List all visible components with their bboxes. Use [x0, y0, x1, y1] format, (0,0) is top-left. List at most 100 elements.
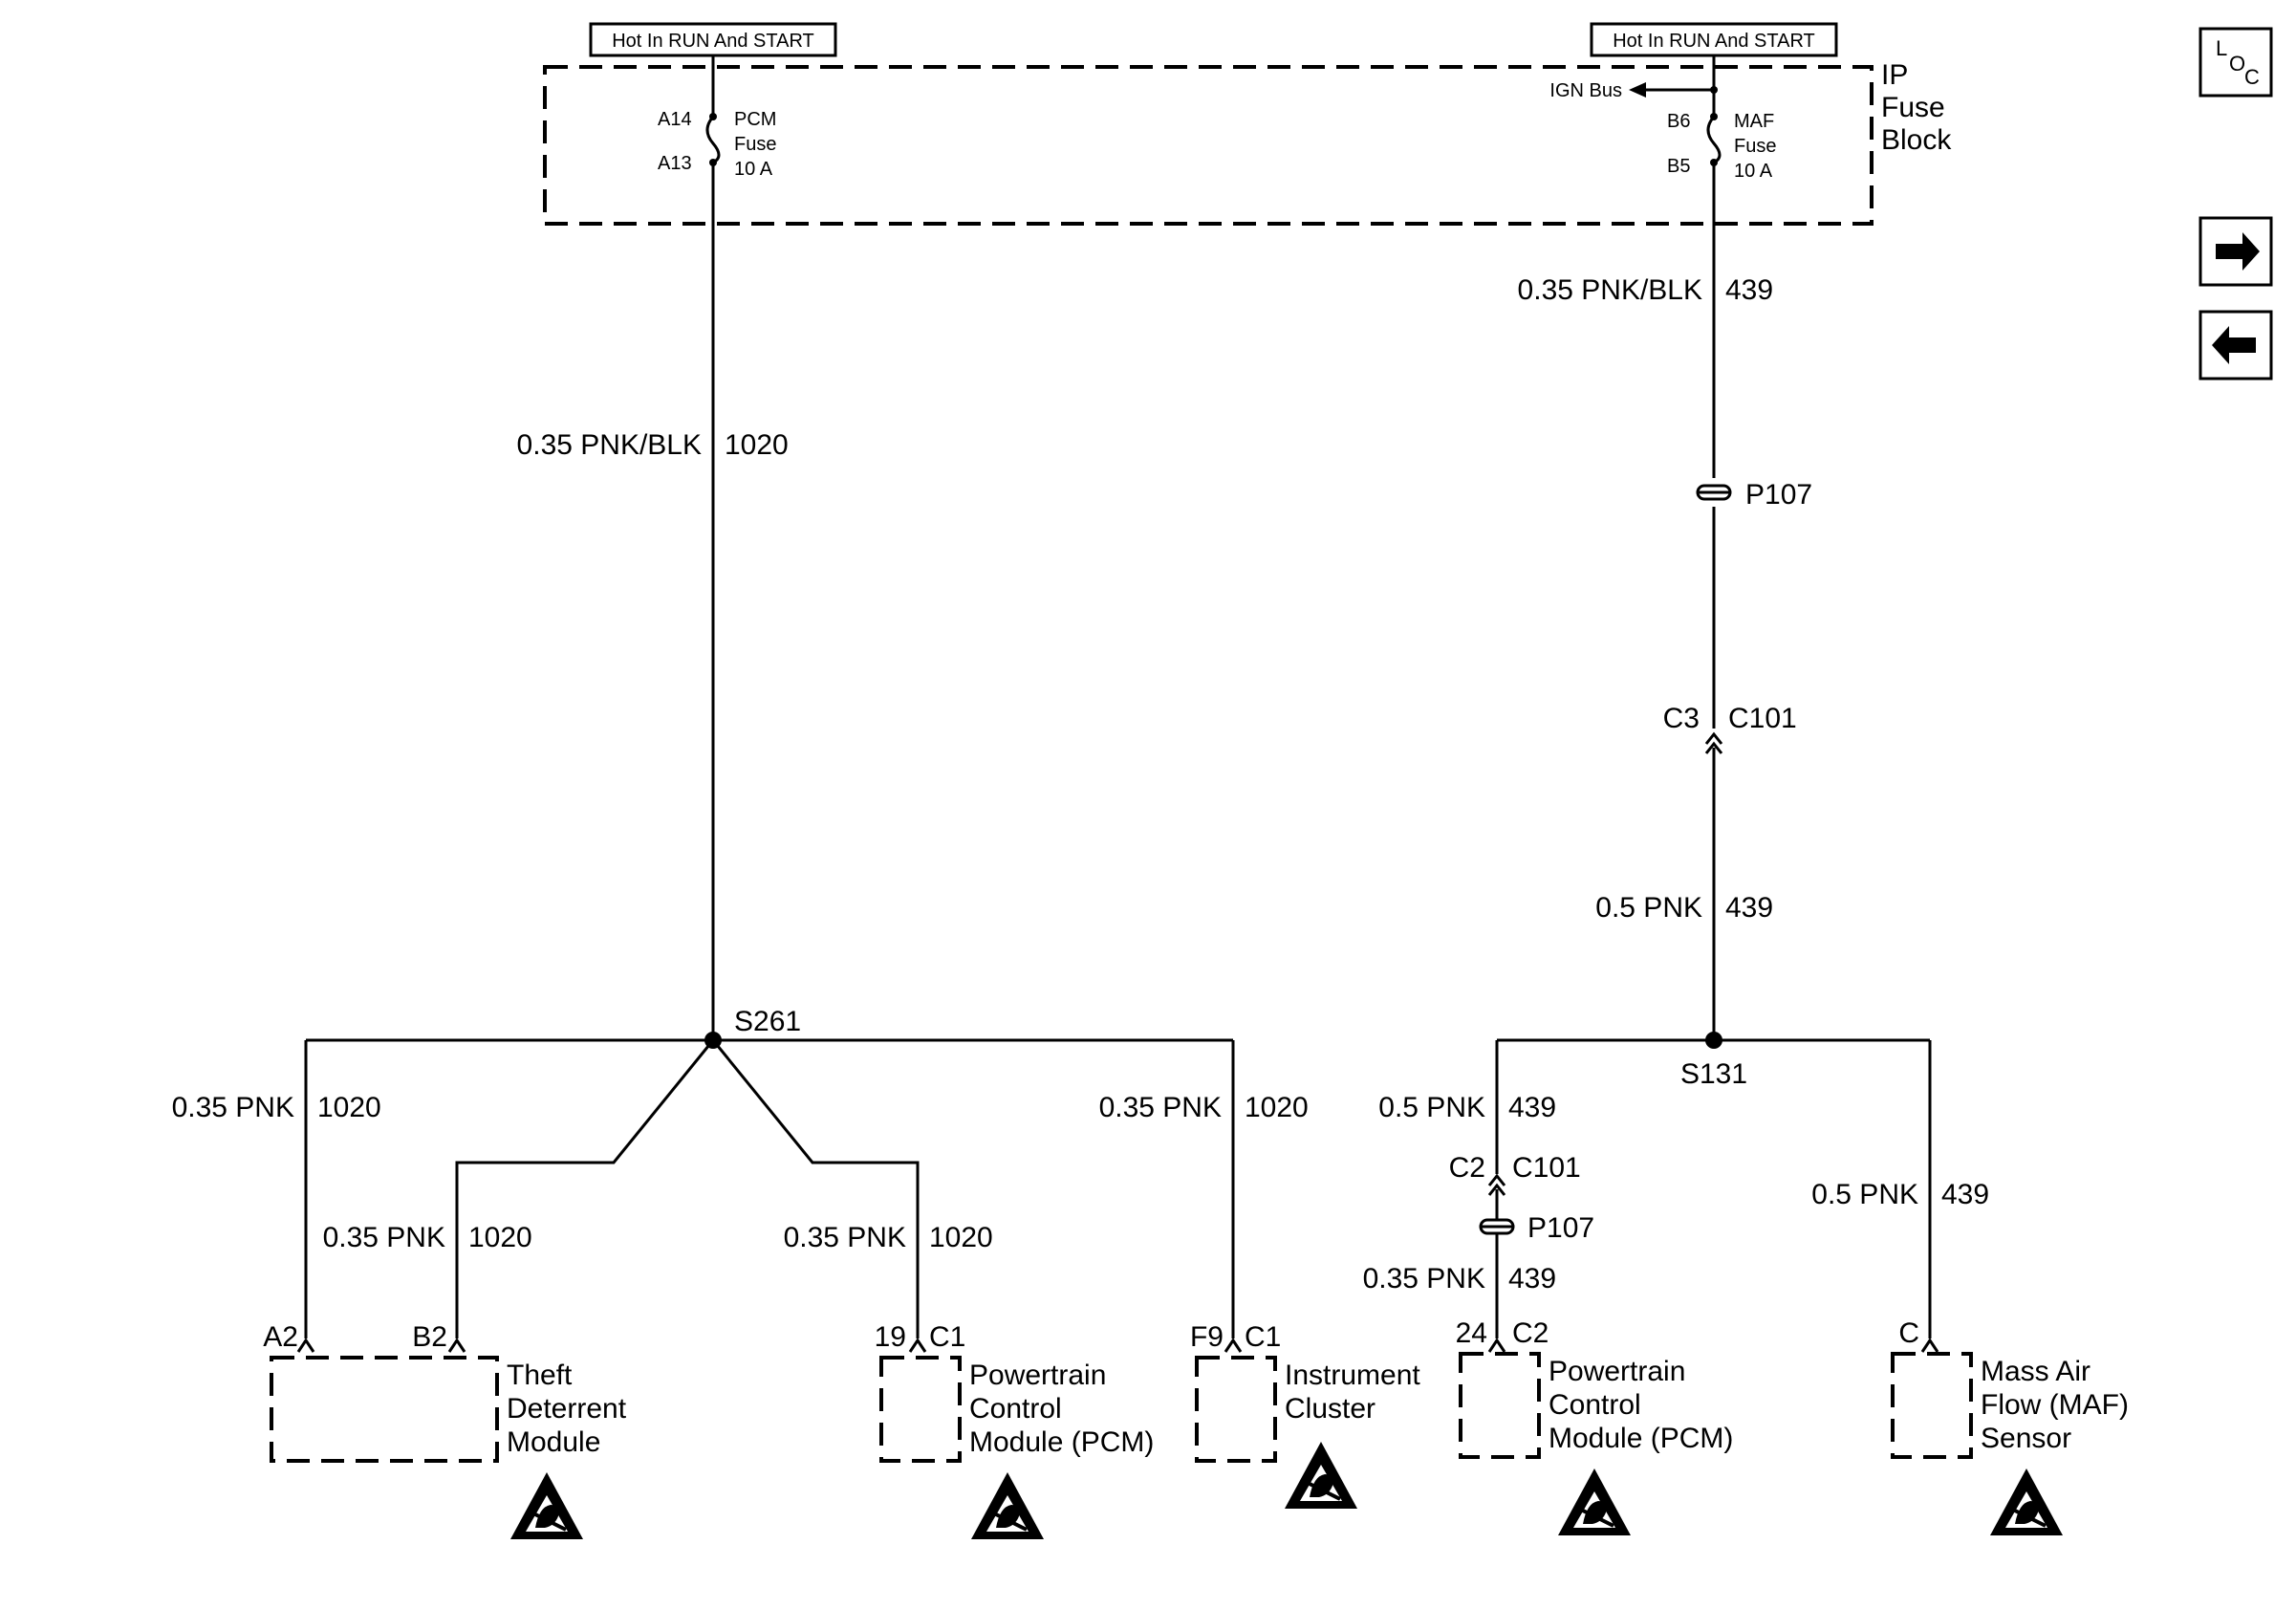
maf-fuse: IGN Bus B6 B5 MAF Fuse 10 A — [1549, 55, 1776, 182]
maf-fuse-label-2: Fuse — [1734, 136, 1776, 157]
pin-cluster-connector: C1 — [1245, 1321, 1281, 1353]
maf-label-2: Flow (MAF) — [1981, 1389, 2129, 1421]
esd-warning-icon-theft — [509, 1470, 585, 1541]
pcm-right-box — [1459, 1352, 1541, 1459]
svg-text:O: O — [2229, 52, 2245, 76]
header-right-text: Hot In RUN And START — [1613, 31, 1815, 52]
wire-1020-main: 0.35 PNK/BLK 1020 — [517, 163, 789, 1040]
wire-left-inner-circuit: 1020 — [468, 1222, 532, 1253]
p107-bottom-label: P107 — [1527, 1212, 1594, 1244]
pin-pcm-left-number: 19 — [875, 1321, 906, 1353]
pcm-left-label-2: Control — [969, 1393, 1062, 1425]
maf-label-3: Sensor — [1981, 1423, 2071, 1454]
pcm-fuse-label-3: 10 A — [734, 159, 773, 180]
pcm-fuse-label-1: PCM — [734, 109, 776, 130]
hot-in-run-start-right: Hot In RUN And START — [1590, 22, 1838, 57]
pcm-left-label-1: Powertrain — [969, 1360, 1106, 1391]
wire-left-outer-circuit: 1020 — [317, 1092, 381, 1123]
wire-maf-gauge: 0.5 PNK — [1811, 1179, 1918, 1210]
maf-sensor-box — [1891, 1352, 1973, 1459]
pcm-fuse: A14 A13 PCM Fuse 10 A — [658, 55, 776, 180]
wire-cluster-gauge: 0.35 PNK — [1099, 1092, 1222, 1123]
hot-in-run-start-left: Hot In RUN And START — [589, 22, 837, 57]
wire-1020-main-gauge: 0.35 PNK/BLK — [517, 429, 702, 461]
cluster-label-2: Cluster — [1285, 1393, 1375, 1425]
wire-pcm-left-gauge: 0.35 PNK — [784, 1222, 906, 1253]
theft-label-3: Module — [507, 1426, 600, 1458]
pin-pcm-right-connector: C2 — [1512, 1317, 1549, 1349]
wire-s131-left-bottom-gauge: 0.35 PNK — [1363, 1263, 1485, 1295]
wire-left-outer-gauge: 0.35 PNK — [172, 1092, 294, 1123]
splice-s131-label: S131 — [1680, 1058, 1747, 1090]
wire-439-top-circuit: 439 — [1725, 274, 1773, 306]
pcm-fuse-label-2: Fuse — [734, 134, 776, 155]
fuse-block-label-1: IP — [1881, 59, 1908, 91]
wire-cluster-circuit: 1020 — [1245, 1092, 1309, 1123]
c101-top-label: C101 — [1728, 703, 1797, 734]
pin-cluster-number: F9 — [1190, 1321, 1224, 1353]
wire-439-mid-circuit: 439 — [1725, 892, 1773, 924]
esd-warning-icon-cluster — [1283, 1440, 1359, 1511]
c101-top-pin: C3 — [1663, 703, 1700, 734]
forward-button[interactable] — [2199, 216, 2273, 287]
arrow-left-icon — [2212, 326, 2256, 364]
maf-fuse-label-3: 10 A — [1734, 161, 1773, 182]
wire-s131-left-bottom-circuit: 439 — [1508, 1263, 1556, 1295]
arrow-right-icon — [2216, 232, 2260, 271]
header-left-text: Hot In RUN And START — [612, 31, 814, 52]
pin-theft-b2: B2 — [412, 1321, 447, 1353]
fuse-block-label-2: Fuse — [1881, 92, 1945, 123]
wire-439-top-gauge: 0.35 PNK/BLK — [1518, 274, 1702, 306]
wire-left-inner-gauge: 0.35 PNK — [323, 1222, 445, 1253]
c101-bottom-connector-icon — [1487, 1173, 1506, 1186]
maf-fuse-label-1: MAF — [1734, 111, 1774, 132]
esd-warning-icon-pcm-left — [969, 1470, 1046, 1541]
wire-439-mid-gauge: 0.5 PNK — [1595, 892, 1702, 924]
c101-bottom: C2 C101 P107 — [1449, 1152, 1594, 1338]
pin-maf: C — [1898, 1317, 1919, 1349]
pcm-fuse-pin-top: A14 — [658, 109, 692, 130]
instrument-cluster-box — [1195, 1356, 1277, 1463]
splice-s131: S131 — [1495, 1032, 1932, 1338]
wire-pcm-left-circuit: 1020 — [929, 1222, 993, 1253]
maf-fuse-pin-bottom: B5 — [1667, 156, 1690, 177]
theft-label-1: Theft — [507, 1360, 573, 1391]
wire-maf-circuit: 439 — [1941, 1179, 1989, 1210]
wire-s131-left-top-circuit: 439 — [1508, 1092, 1556, 1123]
p107-top-label: P107 — [1745, 479, 1812, 511]
esd-warning-icon-pcm-right — [1556, 1467, 1633, 1537]
wire-439-main: 0.35 PNK/BLK 439 P107 C3 C101 0.5 PNK 43… — [1518, 163, 1812, 1040]
c101-bottom-label: C101 — [1512, 1152, 1581, 1184]
pcm-left-label-3: Module (PCM) — [969, 1426, 1154, 1458]
splice-s261-label: S261 — [734, 1006, 801, 1037]
svg-text:C: C — [2244, 65, 2260, 89]
ip-fuse-block-outline — [543, 65, 1874, 226]
pcm-left-box — [879, 1356, 962, 1463]
ip-fuse-block-label: IP Fuse Block — [1881, 59, 1952, 156]
loc-icon[interactable]: L O C — [2199, 27, 2273, 98]
c101-top-connector-icon — [1704, 731, 1723, 745]
splice-s261: S261 — [704, 1006, 801, 1049]
c101-bottom-pin: C2 — [1449, 1152, 1485, 1184]
pcm-fuse-pin-bottom: A13 — [658, 153, 692, 174]
fuse-block-label-3: Block — [1881, 124, 1952, 156]
pcm-right-label-1: Powertrain — [1549, 1356, 1685, 1387]
back-button[interactable] — [2199, 310, 2273, 381]
svg-text:L: L — [2216, 36, 2227, 60]
pin-pcm-left-connector: C1 — [929, 1321, 965, 1353]
pcm-right-label-3: Module (PCM) — [1549, 1423, 1733, 1454]
cluster-label-1: Instrument — [1285, 1360, 1420, 1391]
maf-label-1: Mass Air — [1981, 1356, 2090, 1387]
pcm-right-label-2: Control — [1549, 1389, 1641, 1421]
wire-1020-main-circuit: 1020 — [725, 429, 789, 461]
ign-bus-label: IGN Bus — [1549, 80, 1622, 101]
pin-pcm-right-number: 24 — [1456, 1317, 1487, 1349]
wire-s131-left-top-gauge: 0.5 PNK — [1378, 1092, 1485, 1123]
pin-theft-a2: A2 — [263, 1321, 298, 1353]
maf-fuse-pin-top: B6 — [1667, 111, 1690, 132]
esd-warning-icon-maf — [1988, 1467, 2065, 1537]
pin-connectors — [296, 1338, 1939, 1353]
theft-deterrent-module-box — [270, 1356, 499, 1463]
theft-label-2: Deterrent — [507, 1393, 627, 1425]
